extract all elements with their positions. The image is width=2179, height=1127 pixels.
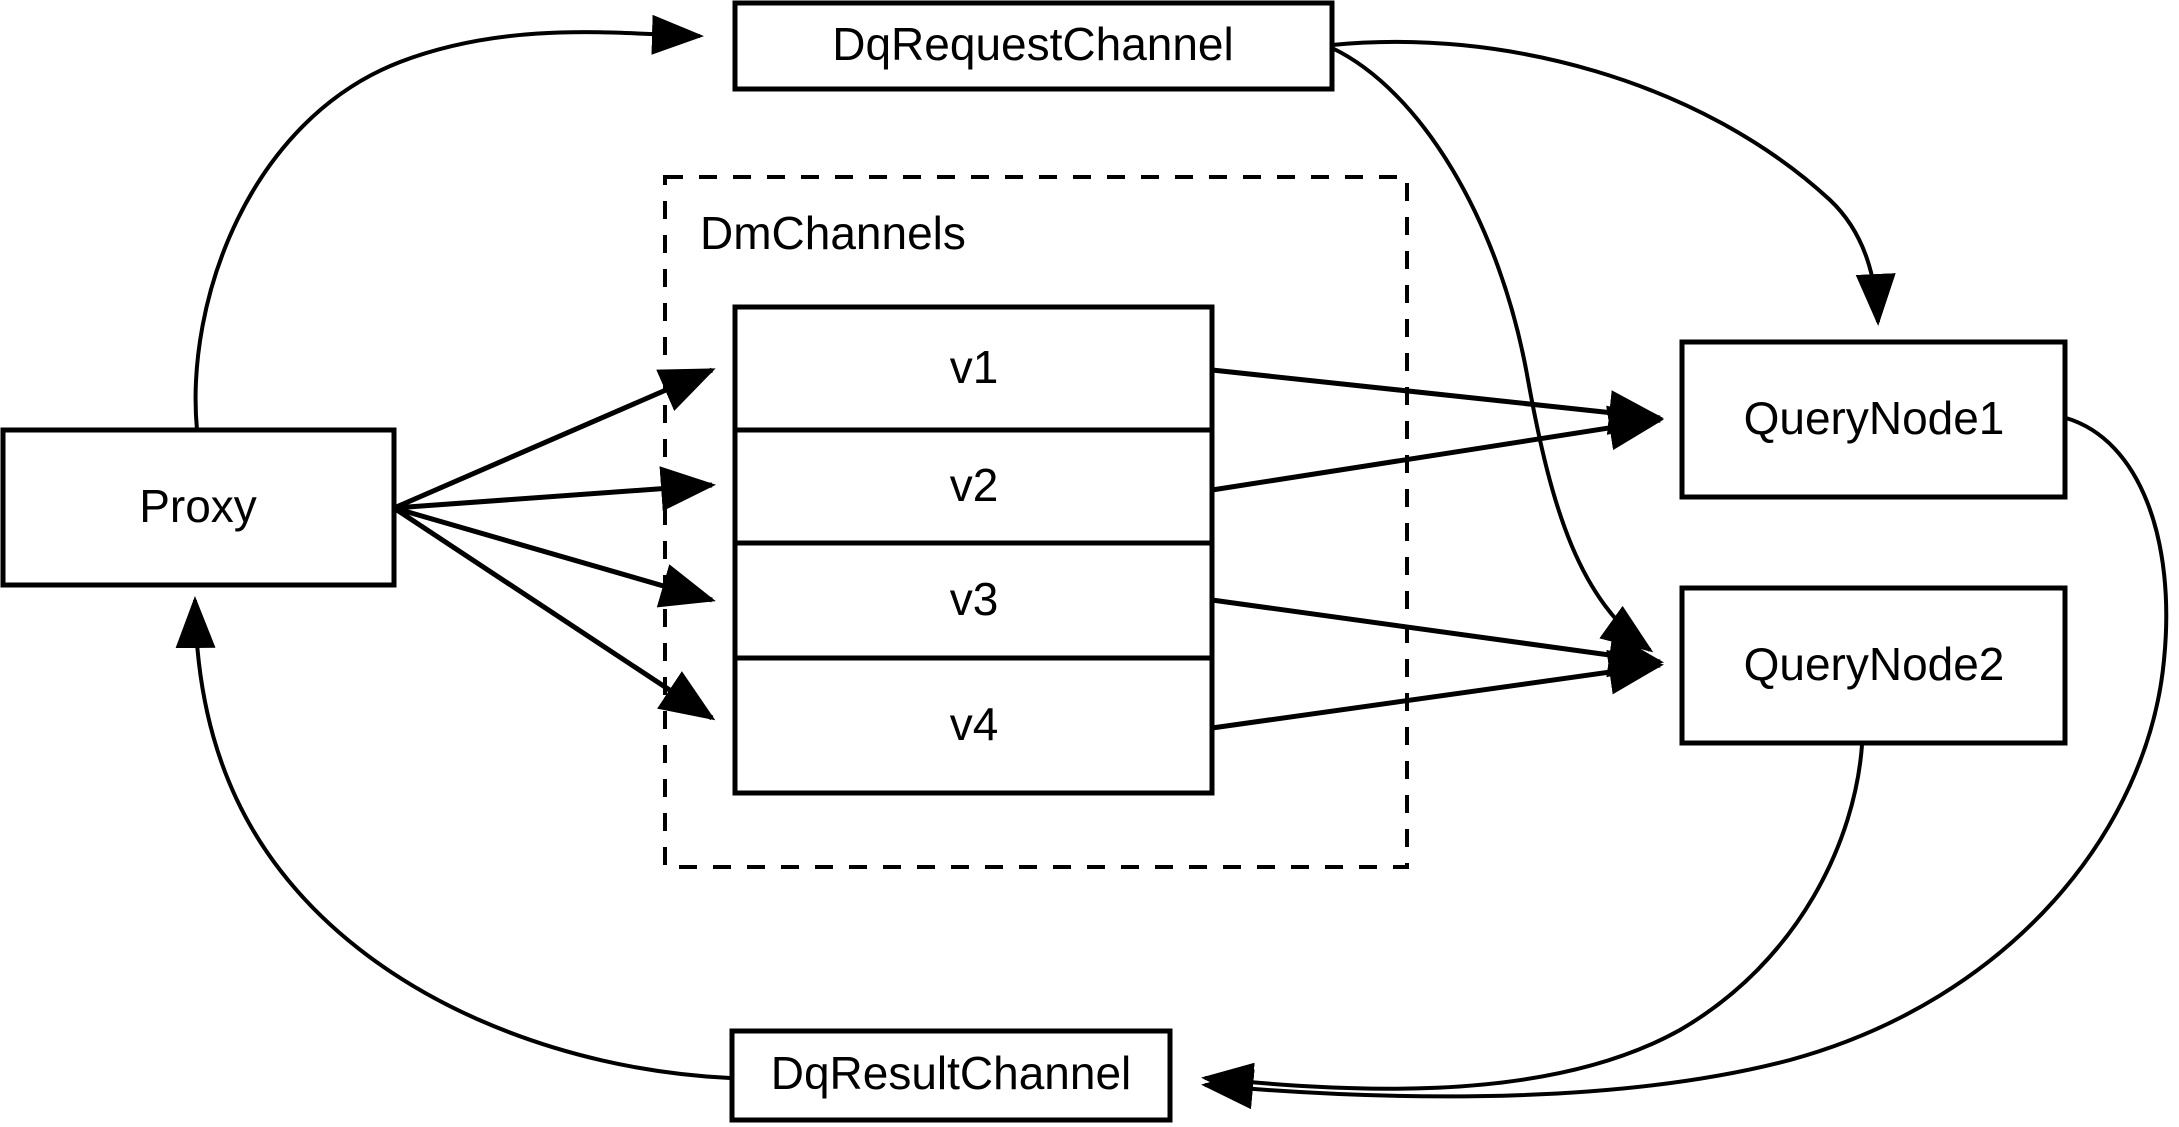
edge-v4-to-querynode2 [1211,649,1664,731]
edge-proxy-to-v4 [392,505,716,721]
edge-proxy-to-dqrequestchannel [193,14,704,431]
channel-label-v2: v2 [950,459,999,511]
node-dqresultchannel[interactable] [729,1028,1173,1123]
edge-proxy-to-v1 [393,367,716,511]
edge-proxy-to-v3 [393,505,716,608]
node-dqresultchannel-label: DqResultChannel [771,1047,1132,1099]
node-querynode1-label: QueryNode1 [1744,392,2005,444]
edge-querynode1-to-dqresultchannel [1201,416,2169,1110]
channel-label-v1: v1 [950,341,999,393]
edge-dqresultchannel-to-proxy [175,596,731,1080]
edge-v3-to-querynode2 [1211,597,1664,678]
node-dqrequestchannel-label: DqRequestChannel [832,18,1234,70]
dmchannels-group-label: DmChannels [700,207,966,259]
channel-label-v4: v4 [950,698,999,750]
dmchannels-table [732,304,1215,796]
edge-v1-to-querynode1 [1211,367,1664,435]
edge-querynode2-to-dqresultchannel [1201,744,1864,1103]
edge-proxy-to-v2 [393,466,716,512]
dmchannels-group [663,175,1409,869]
node-dqrequestchannel[interactable] [732,0,1335,92]
node-querynode1[interactable] [1679,339,2068,500]
node-querynode2-label: QueryNode2 [1744,638,2005,690]
node-proxy[interactable] [0,427,397,588]
node-querynode2[interactable] [1679,585,2068,746]
edge-dqrequestchannel-to-querynode2 [1331,46,1654,653]
edge-v2-to-querynode1 [1211,405,1664,493]
node-proxy-label: Proxy [139,480,257,532]
edge-dqrequestchannel-to-querynode1 [1331,39,1896,326]
channel-label-v3: v3 [950,573,999,625]
